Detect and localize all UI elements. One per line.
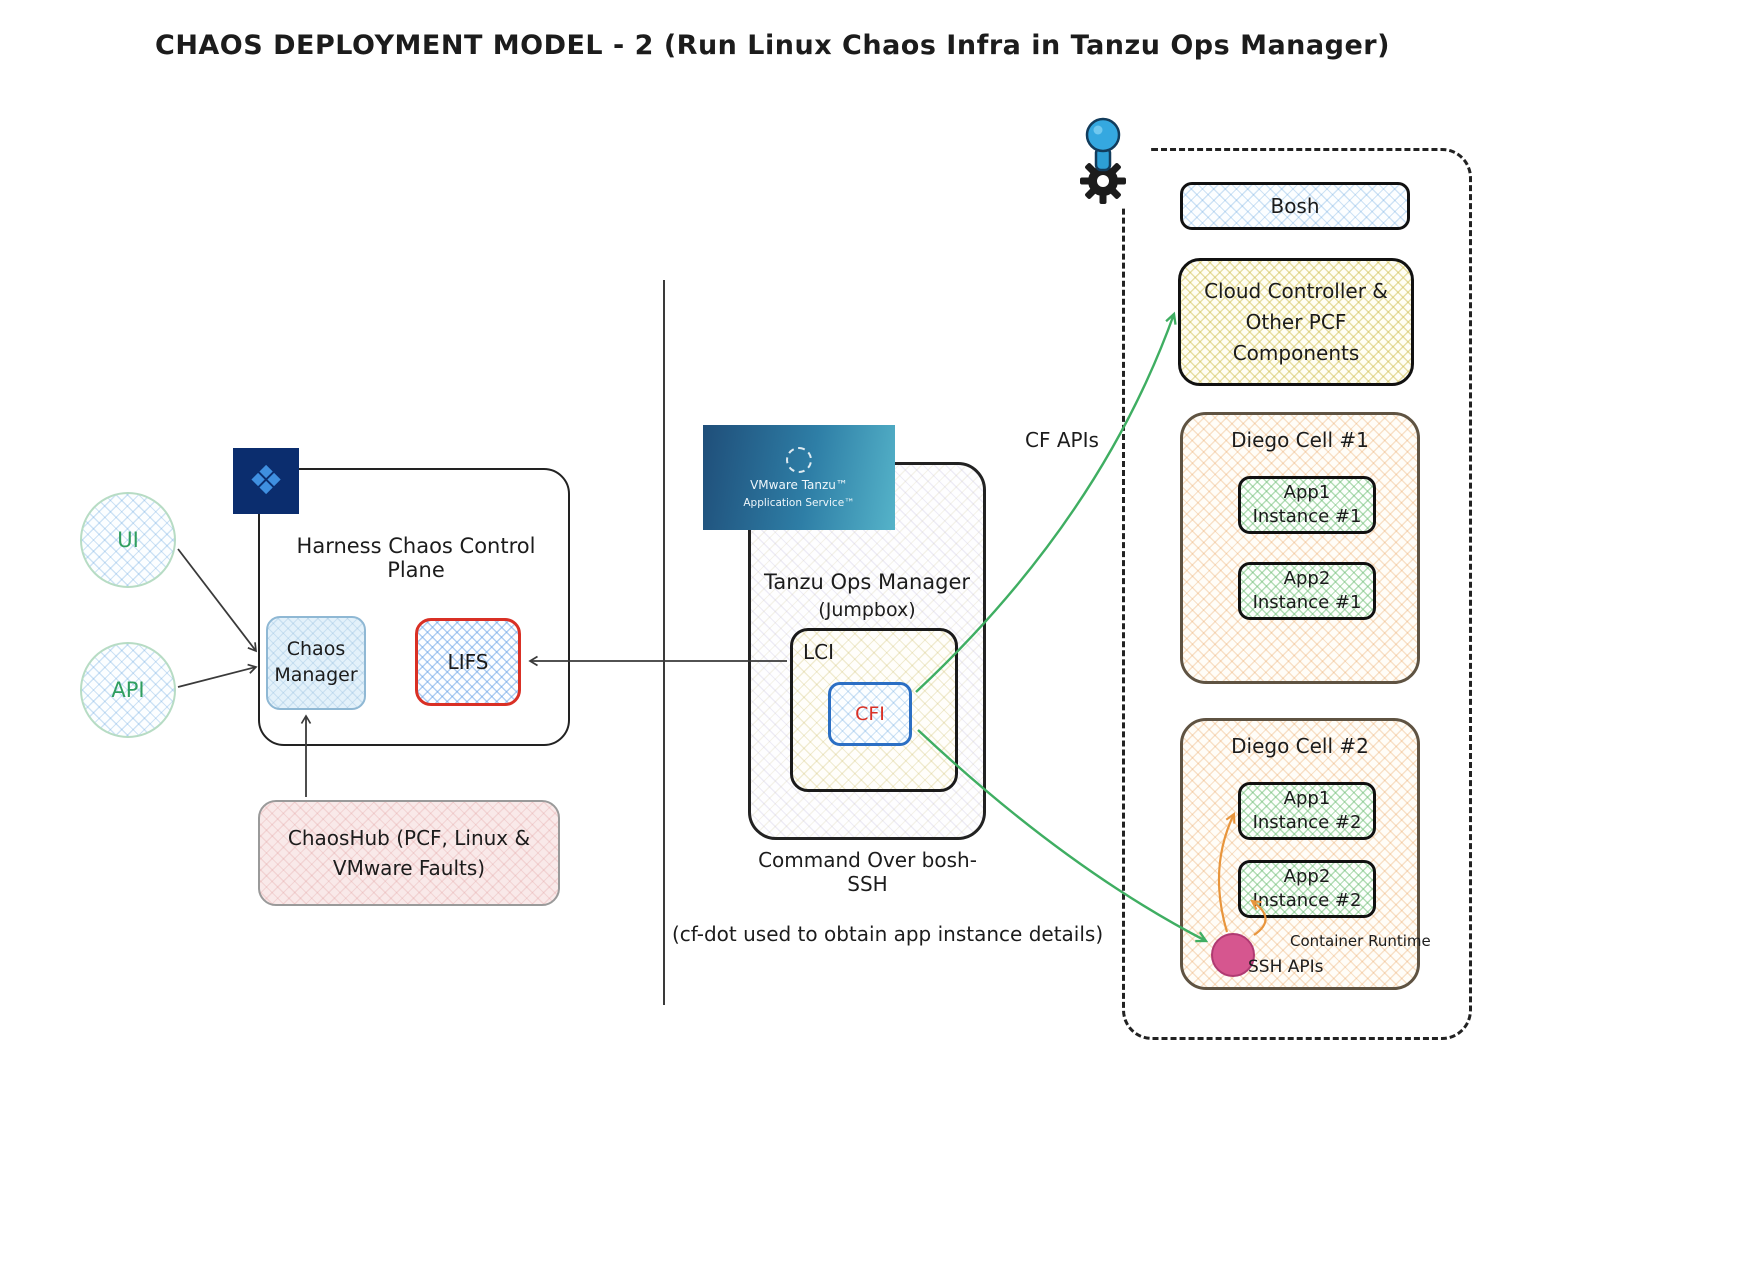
app2-instance2-node: App2 Instance #2 <box>1238 860 1376 918</box>
api-node-label: API <box>111 678 145 702</box>
app1-instance2-node: App1 Instance #2 <box>1238 782 1376 840</box>
bosh-icon <box>1055 108 1151 206</box>
ui-node-label: UI <box>117 528 139 552</box>
harness-logo: ❖ <box>233 448 299 514</box>
cloud-controller-label: Cloud Controller & Other PCF Components <box>1204 278 1388 365</box>
chaos-manager-label: Chaos Manager <box>274 638 358 686</box>
control-plane-title: Harness Chaos Control Plane <box>296 534 536 582</box>
tanzu-ring-icon <box>786 446 812 473</box>
ssh-apis-label: SSH APIs <box>1248 957 1324 977</box>
diagram-title: CHAOS DEPLOYMENT MODEL - 2 (Run Linux Ch… <box>155 30 1390 61</box>
cf-dot-note: (cf-dot used to obtain app instance deta… <box>672 922 1104 946</box>
ssh-endpoint-circle <box>1211 933 1255 977</box>
app2-instance2-label: App2 Instance #2 <box>1252 865 1362 911</box>
diego-cell-2-title: Diego Cell #2 <box>1231 734 1369 758</box>
lifs-label: LIFS <box>447 650 489 674</box>
cloud-controller-node: Cloud Controller & Other PCF Components <box>1178 258 1414 386</box>
app1-instance2-label: App1 Instance #2 <box>1252 787 1362 833</box>
arrow-ui-to-chaos-manager <box>177 548 258 653</box>
ops-manager-title-line2: (Jumpbox) <box>818 599 916 622</box>
diego-cell-1-box <box>1180 412 1420 684</box>
ops-manager-title: Tanzu Ops Manager (Jumpbox) <box>748 568 986 624</box>
app2-instance1-label: App2 Instance #1 <box>1252 567 1362 613</box>
ui-node: UI <box>80 492 176 588</box>
diego-cell-1-title: Diego Cell #1 <box>1231 428 1369 452</box>
app2-instance1-node: App2 Instance #1 <box>1238 562 1376 620</box>
ops-manager-title-line1: Tanzu Ops Manager <box>763 570 971 594</box>
bosh-label: Bosh <box>1270 194 1320 218</box>
cfi-node: CFI <box>828 682 912 746</box>
harness-icon: ❖ <box>248 458 284 504</box>
app1-instance1-node: App1 Instance #1 <box>1238 476 1376 534</box>
arrow-api-to-chaos-manager <box>177 663 258 688</box>
lifs-node: LIFS <box>415 618 521 706</box>
cfi-label: CFI <box>855 703 885 725</box>
lci-label: LCI <box>803 640 835 664</box>
ops-caption: Command Over bosh-SSH <box>758 848 977 896</box>
tanzu-badge-subtitle: Application Service™ <box>743 496 855 509</box>
chaoshub-node: ChaosHub (PCF, Linux & VMware Faults) <box>258 800 560 906</box>
tanzu-badge: VMware Tanzu™ Application Service™ <box>703 425 895 530</box>
container-runtime-label: Container Runtime <box>1290 932 1431 950</box>
chaos-manager-node: Chaos Manager <box>266 616 366 710</box>
api-node: API <box>80 642 176 738</box>
cf-apis-label: CF APIs <box>1025 428 1099 452</box>
app1-instance1-label: App1 Instance #1 <box>1252 481 1362 527</box>
bosh-node: Bosh <box>1180 182 1410 230</box>
tanzu-badge-title: VMware Tanzu™ <box>750 477 848 492</box>
bosh-ball-icon <box>1085 117 1121 153</box>
chaoshub-label: ChaosHub (PCF, Linux & VMware Faults) <box>287 826 531 880</box>
